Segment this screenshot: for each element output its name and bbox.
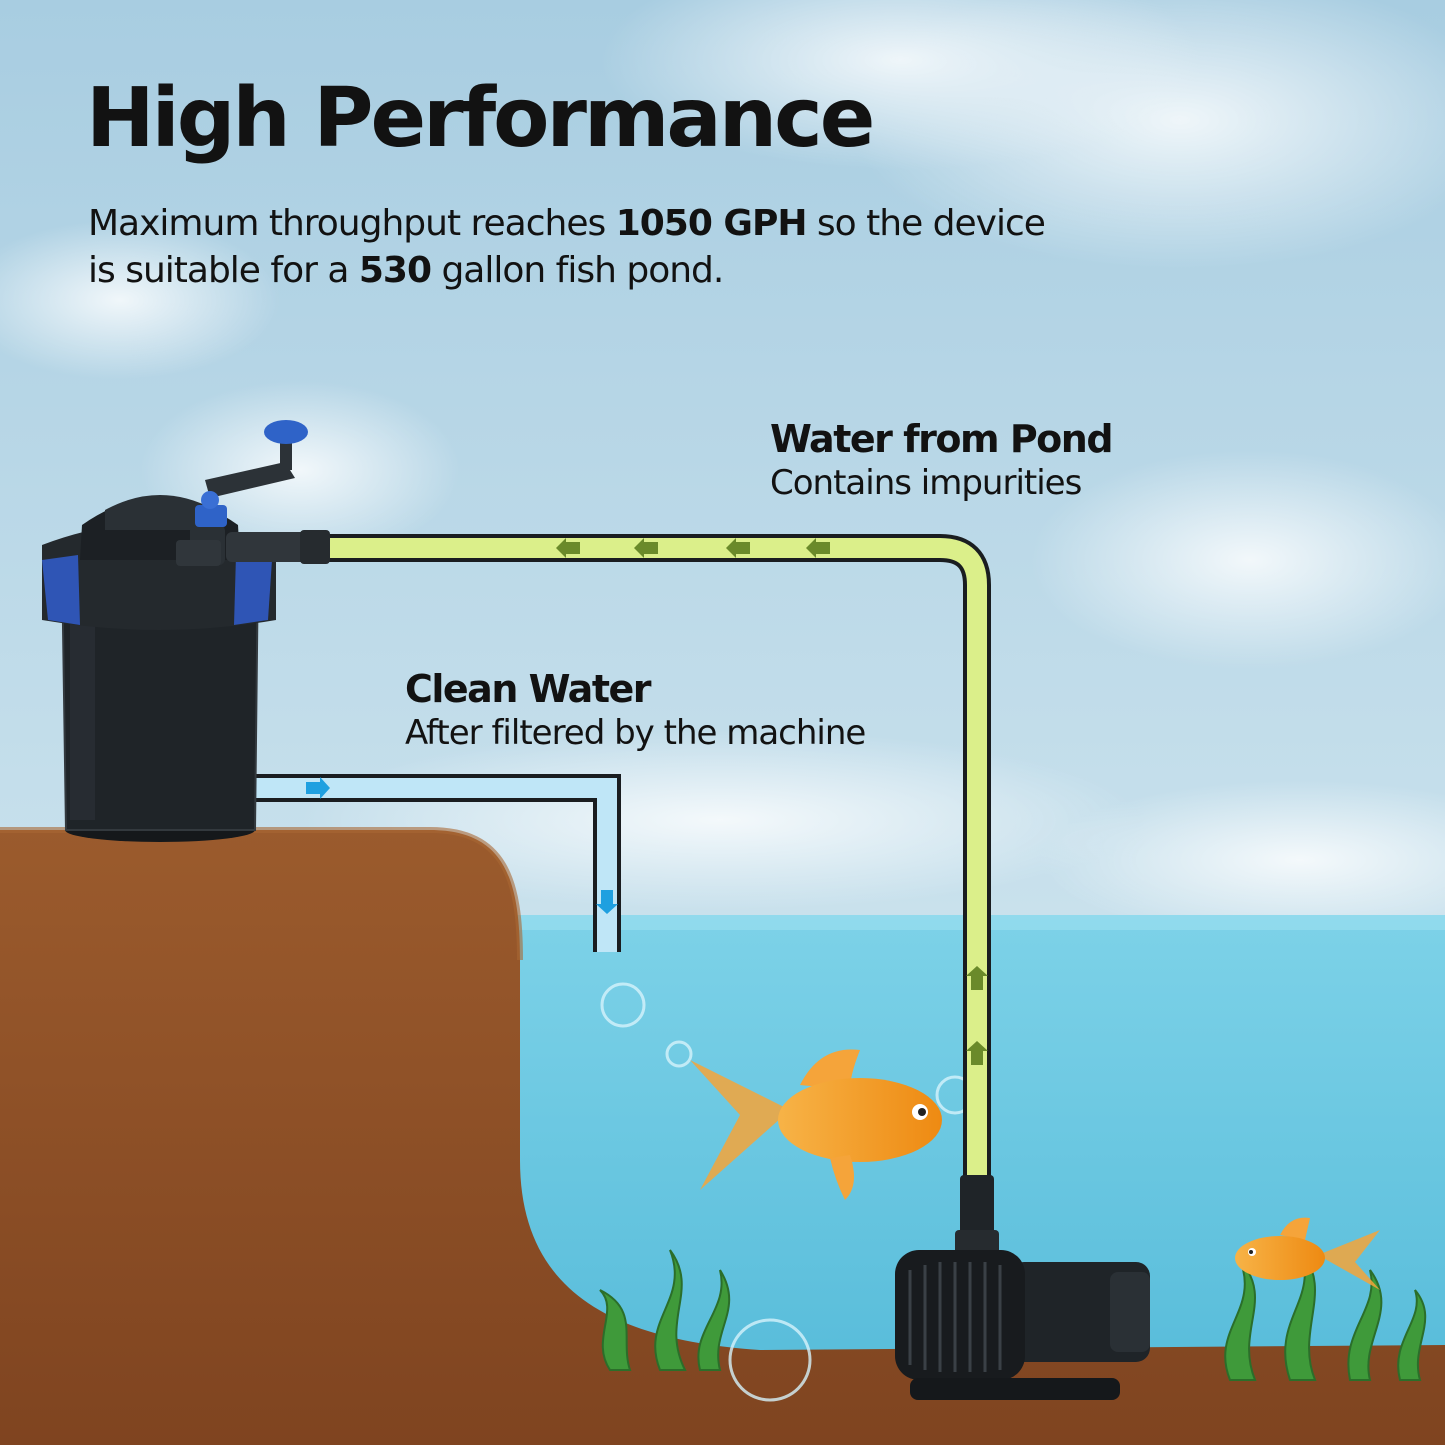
submersible-pump-icon <box>895 1175 1150 1400</box>
flow-rate-value: 1050 GPH <box>615 203 808 244</box>
pond-volume-value: 530 <box>358 250 432 291</box>
subtitle-text: so the device is suitable for a <box>88 203 1046 291</box>
label-clean-water: Clean Water After filtered by the machin… <box>405 667 866 753</box>
subtitle: Maximum throughput reaches 1050 GPH so t… <box>88 200 1048 294</box>
subtitle-text: Maximum throughput reaches <box>88 203 616 244</box>
label-pond-title: Water from Pond <box>770 417 1114 461</box>
goldfish-icon <box>1235 1217 1380 1290</box>
dirty-water-pipe <box>320 534 991 1180</box>
seaweed-icon <box>599 1249 1427 1381</box>
label-water-from-pond: Water from Pond Contains impurities <box>770 417 1114 503</box>
flow-arrow-icon <box>306 777 330 799</box>
flow-arrow-icon <box>596 890 618 914</box>
label-clean-subtitle: After filtered by the machine <box>405 713 866 753</box>
soil-bank <box>0 830 1445 1445</box>
flow-arrow-icon <box>556 538 988 1065</box>
pond-filter-icon <box>42 420 330 842</box>
subtitle-text: gallon fish pond. <box>431 250 724 291</box>
goldfish-icon <box>690 1049 942 1200</box>
label-pond-subtitle: Contains impurities <box>770 463 1082 503</box>
page-title: High Performance <box>86 71 875 166</box>
label-clean-title: Clean Water <box>405 667 652 711</box>
